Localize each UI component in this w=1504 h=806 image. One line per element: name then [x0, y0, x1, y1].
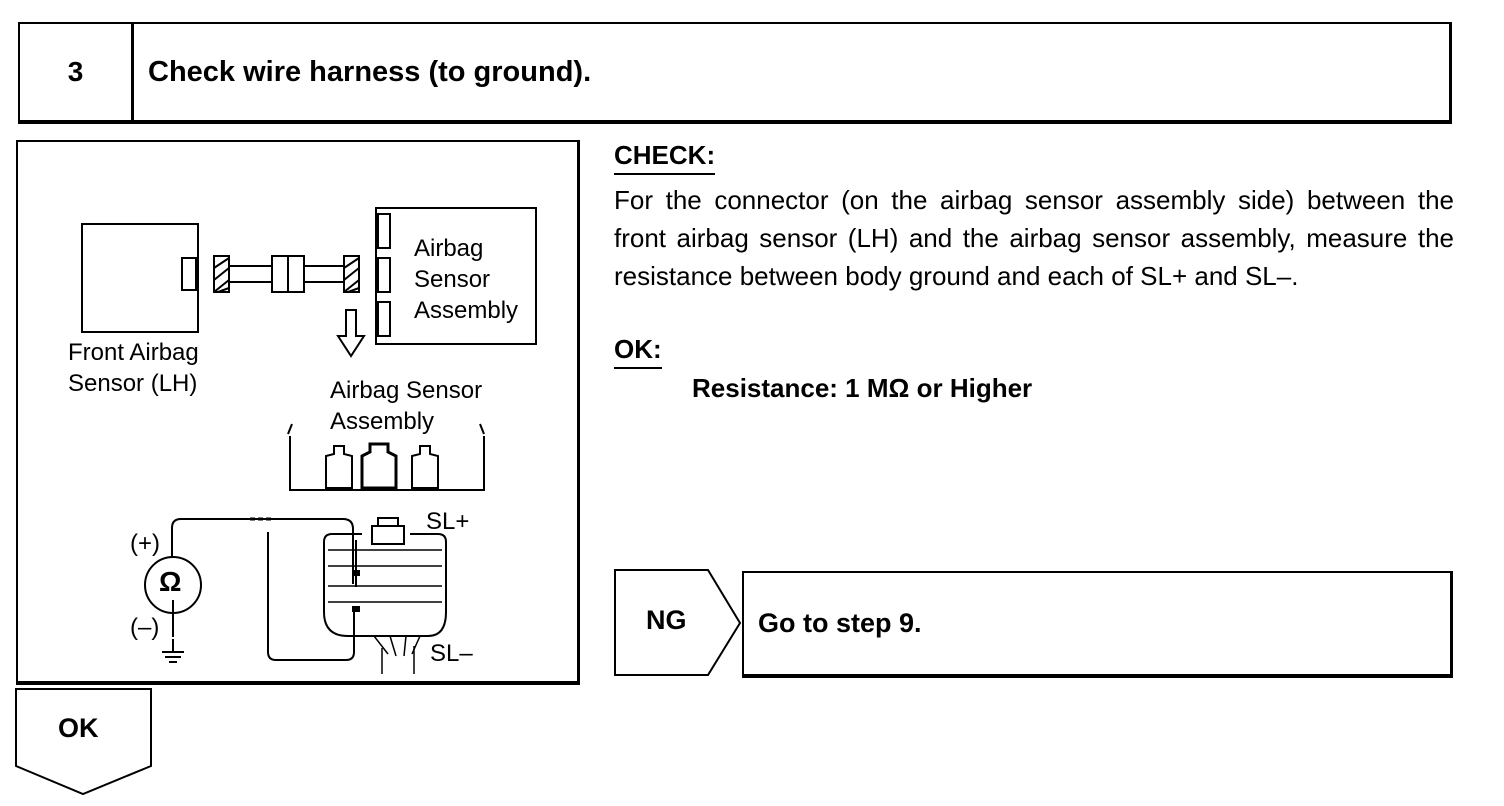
check-instructions: For the connector (on the airbag sensor … [614, 185, 1454, 291]
assembly-label-1: Airbag [414, 235, 484, 262]
ok-heading-text: OK: [614, 334, 662, 369]
probe-plus-label: (+) [130, 530, 160, 557]
front-sensor-label-2: Sensor (LH) [68, 370, 198, 397]
ng-label: NG [646, 605, 687, 635]
ok-arrow-shape [15, 688, 152, 796]
ng-result-box: Go to step 9. [742, 571, 1453, 678]
front-sensor-connector [181, 257, 197, 291]
ok-label: OK [58, 713, 99, 743]
step-header: 3 Check wire harness (to ground). [18, 22, 1452, 124]
connector-label-1: Airbag Sensor [330, 377, 483, 404]
probe-minus-label: (–) [130, 614, 160, 641]
ok-heading: OK: [614, 334, 662, 369]
check-heading: CHECK: [614, 140, 716, 175]
terminal-sl-minus: SL– [430, 640, 473, 667]
diagram-drawing [81, 207, 537, 674]
resistance-spec: Resistance: 1 MΩ or Higher [692, 373, 1033, 403]
check-heading-text: CHECK: [614, 140, 716, 175]
front-sensor-label-1: Front Airbag [68, 339, 199, 366]
connector-label-2: Assembly [330, 408, 435, 435]
assembly-label-2: Sensor [414, 266, 491, 293]
ohmmeter-icon [144, 556, 202, 614]
terminal-sl-plus: SL+ [426, 508, 470, 535]
ng-tab-shape [614, 569, 742, 676]
down-arrow-icon [336, 309, 366, 358]
wiring-diagram: Front Airbag Sensor (LH) Airbag Sensor A… [16, 140, 580, 685]
step-number: 3 [20, 24, 134, 120]
front-sensor-box [81, 223, 199, 333]
assembly-box [375, 207, 537, 345]
ohm-symbol: Ω [159, 566, 182, 597]
assembly-label-3: Assembly [414, 297, 519, 324]
step-title: Check wire harness (to ground). [148, 55, 592, 88]
ng-result-text: Go to step 9. [758, 608, 922, 638]
ground-icon [162, 639, 184, 663]
